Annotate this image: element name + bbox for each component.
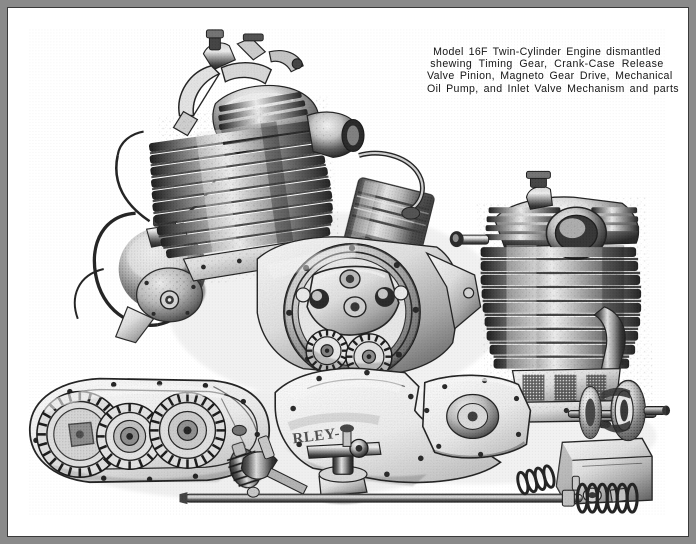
caption-line-2: shewing Timing Gear, Crank-Case Release bbox=[430, 58, 664, 71]
casting-mark-text: RLEY- bbox=[292, 426, 341, 448]
caption-line-4: Oil Pump, and Inlet Valve Mechanism and … bbox=[427, 82, 679, 95]
halftone-veil bbox=[27, 27, 667, 517]
caption-line-3: Valve Pinion, Magneto Gear Drive, Mechan… bbox=[427, 70, 673, 83]
illustration-plate: RLEY- Model 16F Twin-Cylinder Engine dis… bbox=[7, 7, 689, 537]
engine-illustration: RLEY- bbox=[8, 8, 688, 536]
caption-block: Model 16F Twin-Cylinder Engine dismantle… bbox=[427, 46, 679, 95]
caption-line-1: Model 16F Twin-Cylinder Engine dismantle… bbox=[433, 46, 661, 58]
